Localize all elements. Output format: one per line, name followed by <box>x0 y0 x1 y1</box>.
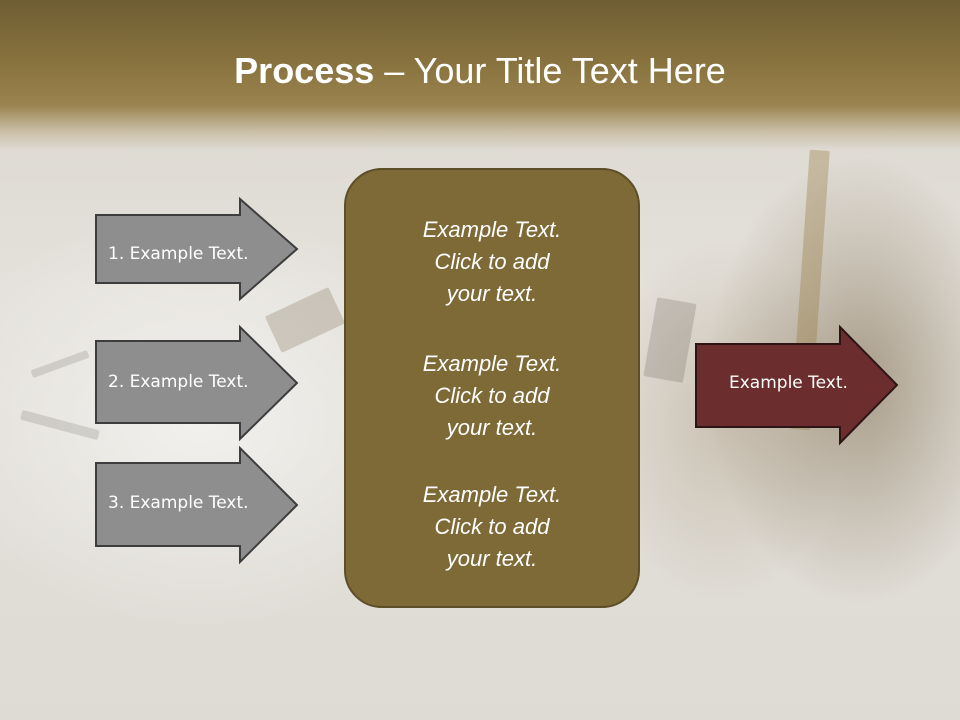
paragraph-line: Example Text. <box>422 217 562 242</box>
left-arrow-3[interactable] <box>95 445 300 565</box>
paragraph-line: Example Text. <box>422 351 562 376</box>
arrow-shape <box>95 445 299 565</box>
paragraph-line: your text. <box>446 546 538 571</box>
left-arrow-2[interactable] <box>95 324 300 442</box>
arrow-shape <box>95 196 299 302</box>
paragraph-line: Example Text. <box>422 482 562 507</box>
right-arrow[interactable] <box>695 324 900 446</box>
left-arrow-1-label: 1. Example Text. <box>108 244 249 264</box>
paragraph-line: your text. <box>446 281 538 306</box>
paragraph-line: your text. <box>446 415 538 440</box>
center-paragraph-1: Example Text. Click to add your text. <box>346 214 638 310</box>
paragraph-line: Click to add <box>434 249 550 274</box>
left-arrow-3-label: 3. Example Text. <box>108 493 249 513</box>
center-text-box[interactable]: Example Text. Click to add your text. Ex… <box>344 168 640 608</box>
left-arrow-2-label: 2. Example Text. <box>108 372 249 392</box>
title-rest: – Your Title Text Here <box>374 50 726 91</box>
title-bold: Process <box>234 50 375 91</box>
left-arrow-1[interactable] <box>95 196 300 302</box>
paragraph-line: Click to add <box>434 514 550 539</box>
center-paragraph-3: Example Text. Click to add your text. <box>346 479 638 575</box>
arrow-shape <box>695 324 899 446</box>
title-bar <box>0 0 960 150</box>
paragraph-line: Click to add <box>434 383 550 408</box>
center-paragraph-2: Example Text. Click to add your text. <box>346 348 638 444</box>
arrow-shape <box>95 324 299 442</box>
right-arrow-label: Example Text. <box>729 373 848 393</box>
slide-title[interactable]: Process – Your Title Text Here <box>0 50 960 92</box>
